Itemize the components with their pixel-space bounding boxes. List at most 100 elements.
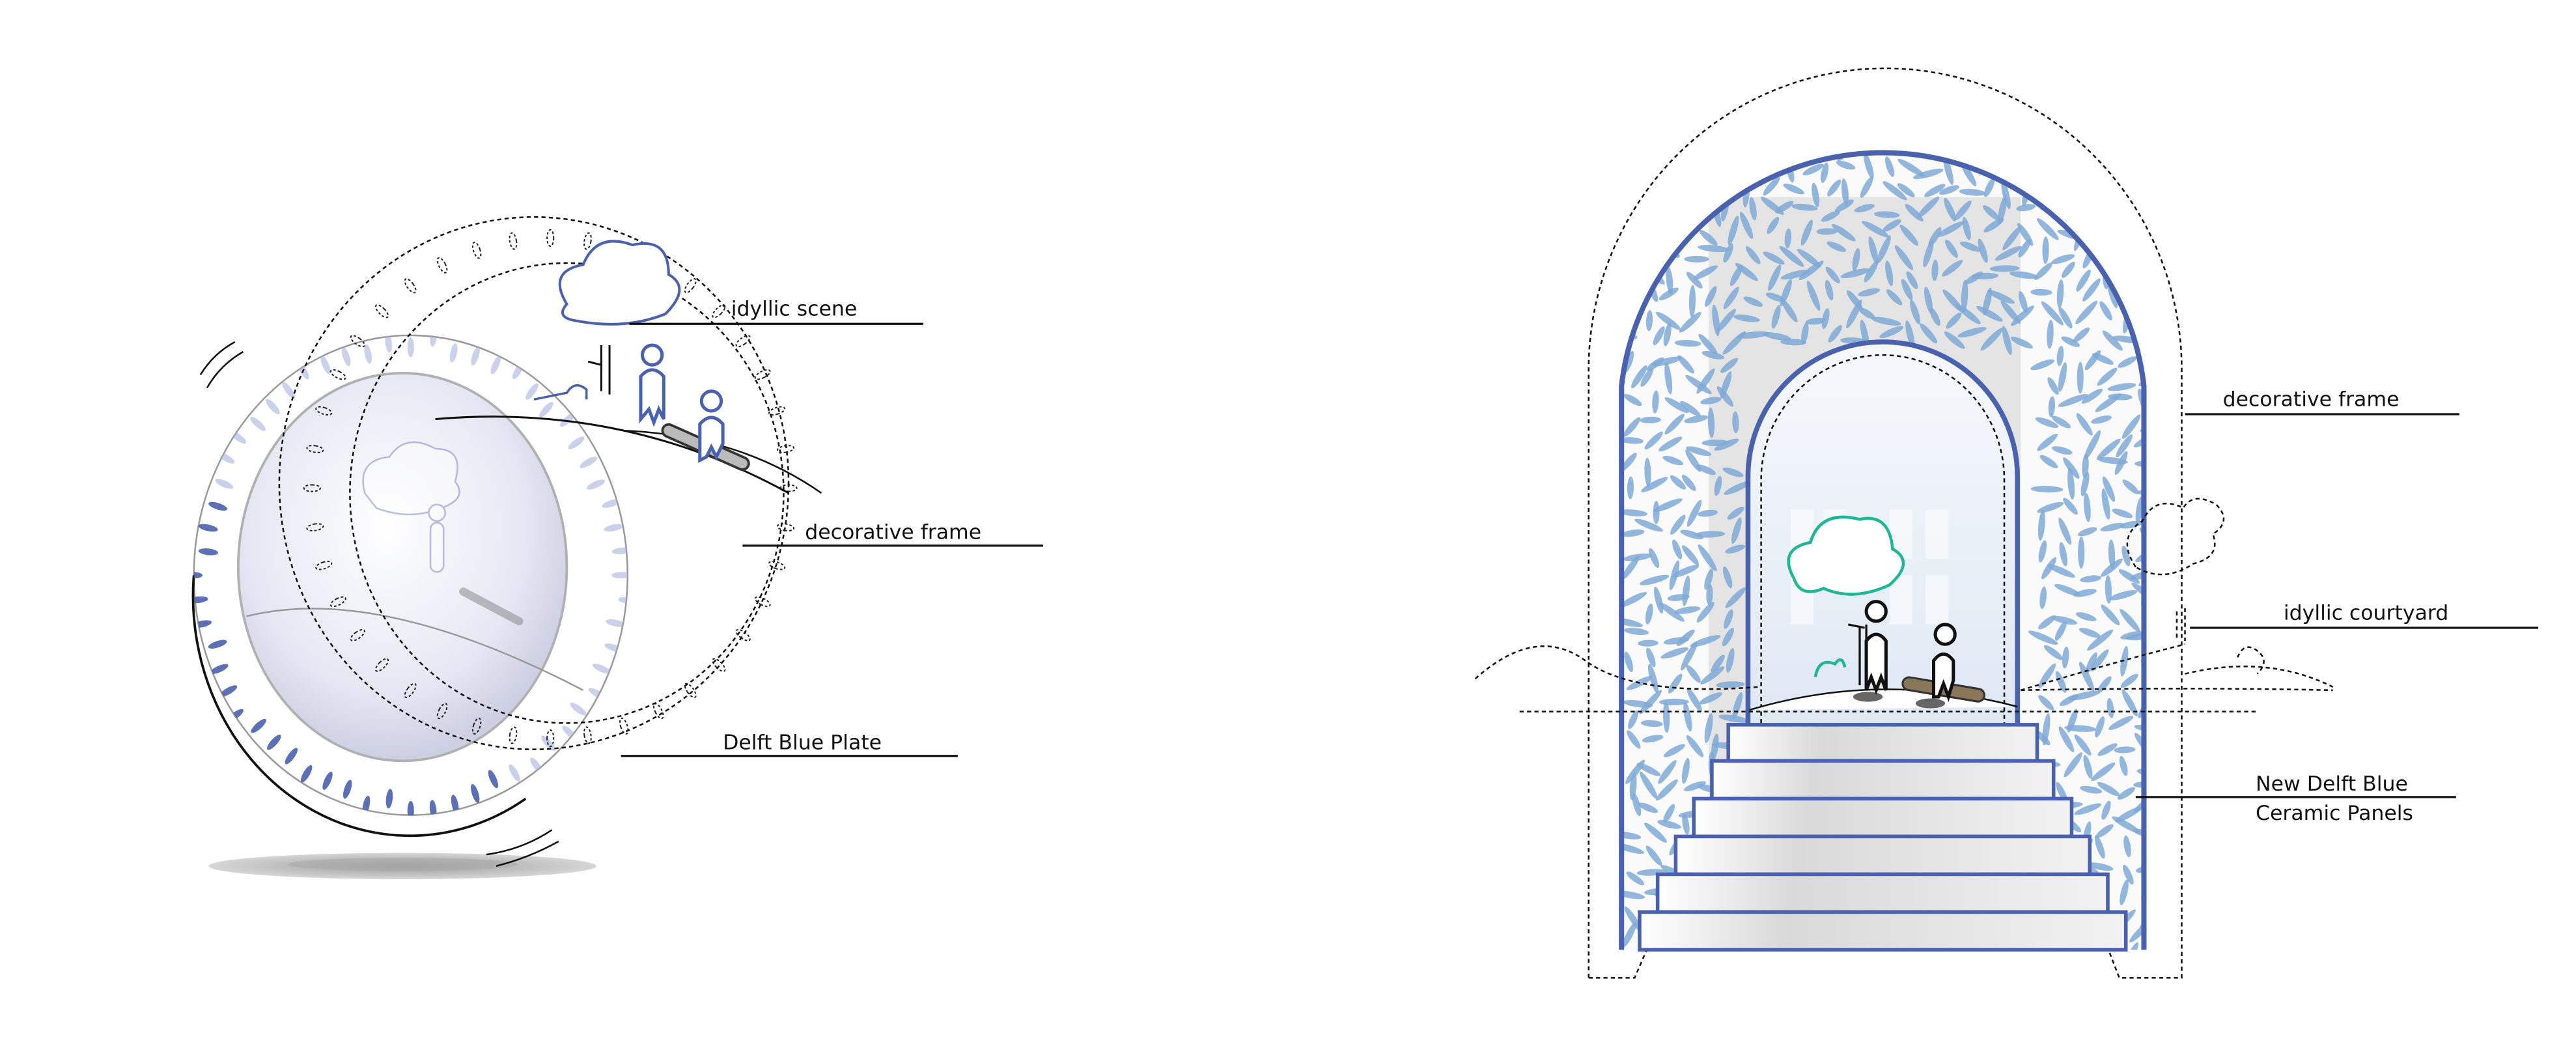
leaf-motif — [1621, 529, 1645, 537]
leaf-motif — [1639, 771, 1658, 799]
leaf-motif — [2109, 590, 2138, 600]
person-sitting-icon — [699, 389, 723, 413]
leaf-motif — [1942, 260, 1963, 277]
leaf-motif — [1640, 229, 1661, 238]
leaf-motif — [2037, 153, 2045, 179]
leaf-motif — [580, 457, 598, 468]
leaf-motif — [2051, 415, 2071, 429]
leaf-motif — [570, 703, 587, 716]
leaf-motif — [2119, 520, 2143, 529]
leaf-motif — [1716, 386, 1734, 407]
leaf-motif — [2087, 862, 2114, 871]
leaf-motif — [1774, 201, 1794, 214]
leaf-motif — [2105, 575, 2112, 604]
leaf-motif — [1722, 566, 1733, 589]
leaf-motif — [1690, 635, 1721, 647]
leaf-motif — [1640, 368, 1653, 387]
leaf-motif — [1628, 710, 1638, 729]
leaf-motif — [2082, 278, 2101, 302]
leaf-motif — [1653, 586, 1664, 614]
leaf-motif — [1834, 199, 1854, 212]
leaf-motif — [1909, 300, 1921, 325]
leaf-motif — [2047, 564, 2075, 578]
leaf-motif — [1978, 238, 1988, 263]
leaf-motif — [1647, 664, 1659, 694]
leaf-motif — [1737, 331, 1770, 339]
leaf-motif — [2107, 383, 2136, 391]
leaf-motif — [1674, 606, 1701, 614]
leaf-motif — [1886, 289, 1903, 305]
leaf-motif — [2002, 326, 2012, 356]
leaf-motif — [754, 596, 771, 608]
leaf-motif — [2079, 662, 2095, 692]
leaf-motif — [1686, 272, 1703, 289]
leaf-motif — [587, 479, 606, 490]
leaf-motif — [652, 703, 664, 720]
leaf-motif — [1827, 241, 1847, 252]
leaf-motif — [1638, 802, 1659, 813]
leaf-motif — [1646, 647, 1656, 668]
leaf-motif — [2055, 671, 2067, 693]
leaf-motif — [684, 683, 697, 698]
leaf-motif — [1621, 617, 1643, 627]
leaf-motif — [1724, 152, 1731, 157]
leaf-motif — [1732, 411, 1739, 434]
leaf-motif — [1631, 365, 1647, 389]
leaf-motif — [1645, 603, 1653, 625]
leaf-motif — [1696, 602, 1715, 623]
leaf-motif — [1699, 230, 1718, 246]
leaf-motif — [2064, 725, 2097, 732]
leaf-motif — [2101, 488, 2110, 520]
leaf-motif — [1821, 162, 1829, 183]
leaf-motif — [404, 278, 417, 294]
leaf-motif — [2084, 430, 2101, 460]
leaf-motif — [2056, 279, 2064, 309]
leaf-motif — [1800, 219, 1813, 246]
leaf-motif — [1636, 763, 1661, 776]
leaf-motif — [1623, 394, 1642, 406]
leaf-motif — [1674, 340, 1701, 347]
leaf-motif — [1658, 760, 1677, 784]
leaf-motif — [2057, 175, 2065, 199]
leaf-motif — [1705, 175, 1718, 205]
leaf-motif — [1944, 197, 1956, 221]
leaf-motif — [1731, 517, 1742, 544]
leaf-motif — [1647, 152, 1657, 156]
leaf-motif — [210, 664, 229, 675]
leaf-motif — [1655, 311, 1681, 330]
leaf-motif — [488, 770, 499, 789]
leaf-motif — [1700, 666, 1725, 684]
leaf-motif — [343, 780, 352, 799]
leaf-motif — [1970, 158, 2004, 167]
leaf-motif — [2080, 575, 2102, 583]
leaf-motif — [546, 729, 555, 748]
leaf-motif — [1749, 197, 1757, 221]
leaf-motif — [1779, 246, 1804, 267]
leaf-motif — [1622, 262, 1644, 285]
leaf-motif — [735, 628, 751, 641]
leaf-motif — [1763, 176, 1780, 196]
leaf-motif — [1767, 216, 1780, 234]
leaf-motif — [1680, 529, 1704, 540]
leaf-motif — [1676, 629, 1695, 646]
leaf-motif — [2030, 359, 2055, 371]
leaf-motif — [2058, 307, 2073, 329]
leaf-motif — [1621, 453, 1637, 472]
leaf-motif — [436, 257, 448, 274]
leaf-motif — [1944, 331, 1965, 349]
leaf-motif — [2081, 388, 2103, 404]
leaf-motif — [1670, 475, 1687, 490]
leaf-motif — [1622, 922, 1637, 948]
leaf-motif — [777, 445, 795, 453]
leaf-motif — [2114, 746, 2136, 753]
leaf-motif — [1629, 162, 1642, 183]
leaf-motif — [1681, 641, 1698, 671]
leaf-motif — [1664, 197, 1679, 228]
label-ceramic-panels-line2: Ceramic Panels — [2256, 802, 2413, 825]
leaf-motif — [266, 735, 281, 750]
leaf-motif — [2063, 457, 2080, 479]
leaf-motif — [1664, 397, 1689, 414]
leaf-motif — [1868, 236, 1879, 264]
leaf-motif — [2130, 303, 2144, 324]
leaf-motif — [471, 717, 482, 735]
